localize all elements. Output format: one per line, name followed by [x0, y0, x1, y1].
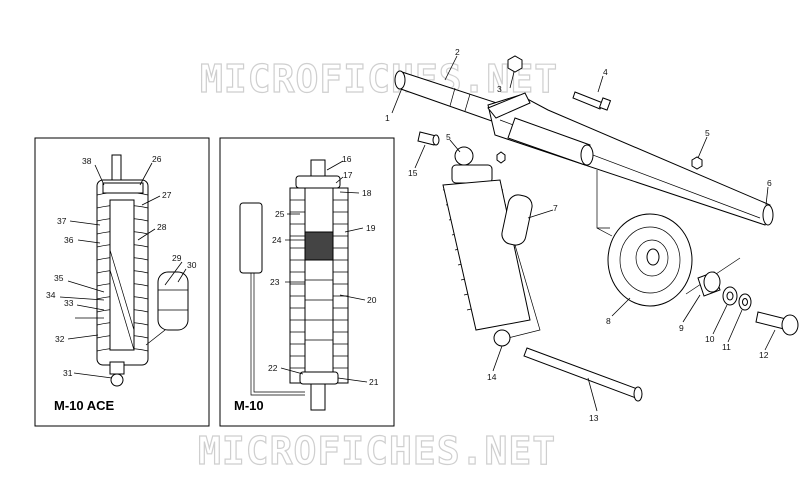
callout-24: 24 [272, 235, 282, 245]
exploded-assembly [394, 55, 799, 402]
callout-14: 14 [487, 372, 497, 382]
panel-title-m10-ace: M-10 ACE [54, 398, 115, 413]
callout-10: 10 [705, 334, 715, 344]
callout-38: 38 [82, 156, 92, 166]
watermark-top: MICROFICHES.NET [200, 57, 558, 101]
callout-5-right: 5 [705, 128, 710, 138]
callout-33: 33 [64, 298, 74, 308]
callout-17: 17 [343, 170, 353, 180]
callout-1: 1 [385, 113, 390, 123]
panel-m10-ace: M-10 ACE [34, 137, 210, 427]
callout-20: 20 [367, 295, 377, 305]
callout-16: 16 [342, 154, 352, 164]
callout-25: 25 [275, 209, 285, 219]
callout-32: 32 [55, 334, 65, 344]
m10-shock-drawing [239, 159, 349, 411]
panel-title-m10: M-10 [234, 398, 264, 413]
callout-18: 18 [362, 188, 372, 198]
callout-6: 6 [767, 178, 772, 188]
ace-shock-drawing [96, 154, 189, 387]
callout-12: 12 [759, 350, 769, 360]
callout-11: 11 [722, 342, 731, 352]
callout-35: 35 [54, 273, 64, 283]
callout-9: 9 [679, 323, 684, 333]
callout-36: 36 [64, 235, 74, 245]
callout-15: 15 [408, 168, 418, 178]
callout-34: 34 [46, 290, 56, 300]
callout-4: 4 [603, 67, 608, 77]
panel-m10: M-10 [219, 137, 395, 427]
callout-29: 29 [172, 253, 182, 263]
callout-19: 19 [366, 223, 376, 233]
callout-13: 13 [589, 413, 599, 423]
callout-2: 2 [455, 47, 460, 57]
callout-8: 8 [606, 316, 611, 326]
callout-37: 37 [57, 216, 67, 226]
callout-7: 7 [553, 203, 558, 213]
callout-21: 21 [369, 377, 379, 387]
callout-26: 26 [152, 154, 162, 164]
callout-23: 23 [270, 277, 280, 287]
callout-3: 3 [497, 84, 502, 94]
callout-27: 27 [162, 190, 172, 200]
callout-28: 28 [157, 222, 167, 232]
callout-31: 31 [63, 368, 73, 378]
callout-30: 30 [187, 260, 197, 270]
callout-5-left: 5 [446, 132, 451, 142]
callout-22: 22 [268, 363, 278, 373]
watermark-bottom: MICROFICHES.NET [198, 429, 556, 473]
